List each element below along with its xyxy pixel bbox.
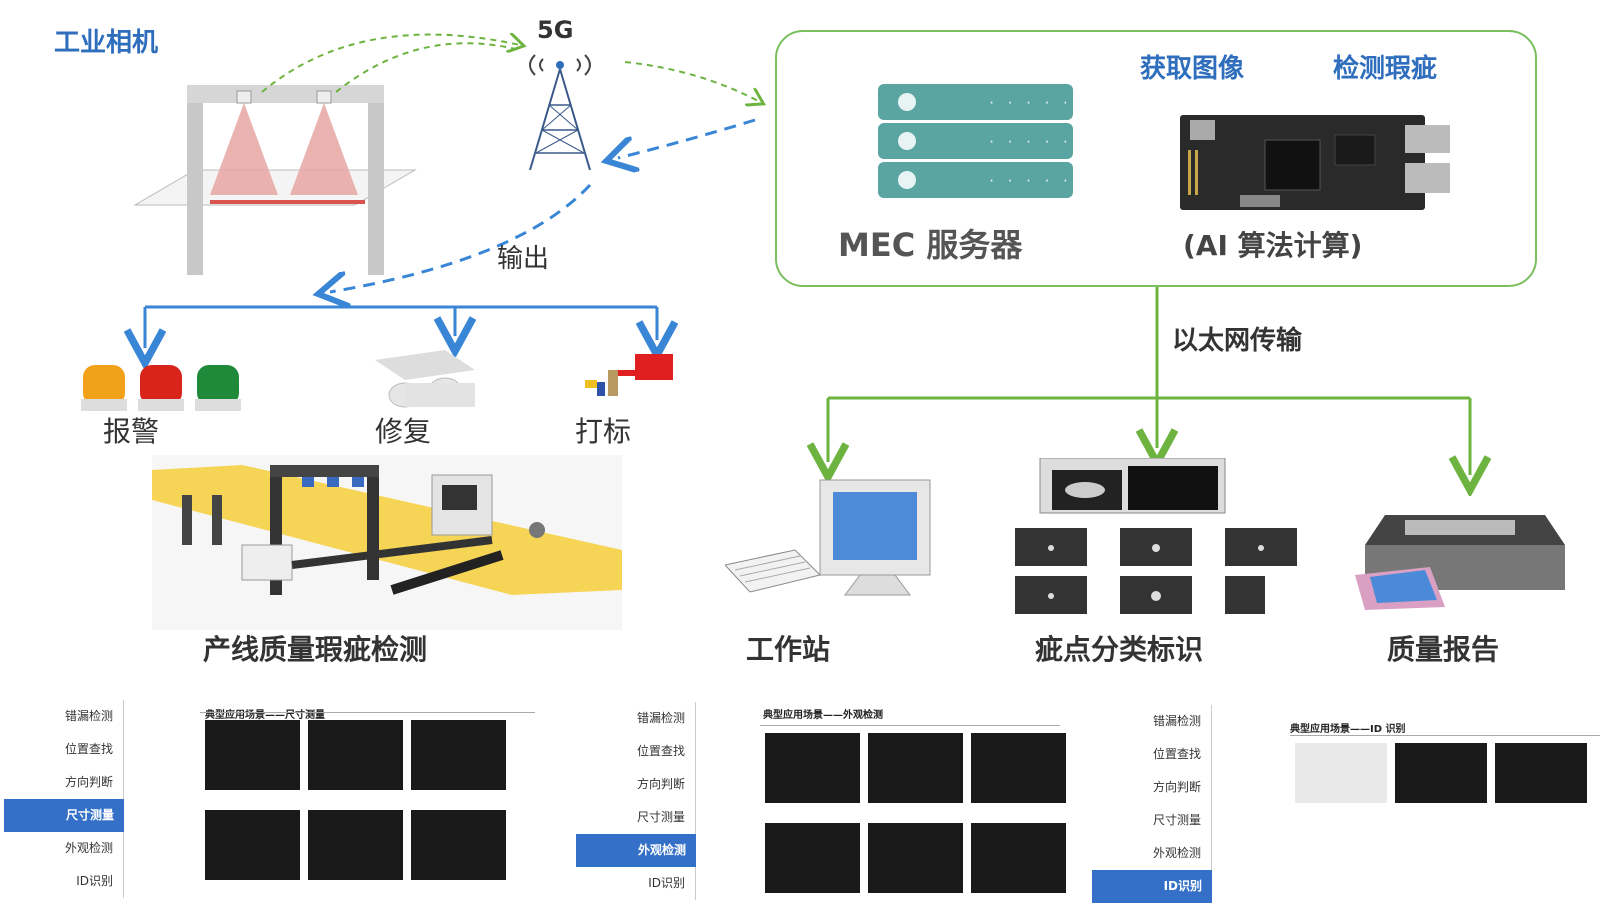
mec-box bbox=[775, 30, 1537, 287]
sample-image-panel bbox=[200, 712, 535, 713]
sample-thumbnail bbox=[765, 823, 860, 893]
menu-item[interactable]: 外观检测 bbox=[4, 832, 124, 865]
sample-thumbnail bbox=[411, 810, 506, 880]
menu-item[interactable]: 尺寸测量 bbox=[576, 801, 696, 834]
camera-title: 工业相机 bbox=[54, 28, 159, 58]
sample-thumbnail bbox=[765, 733, 860, 803]
menu-item[interactable]: 外观检测 bbox=[576, 834, 696, 867]
led-icon bbox=[898, 132, 916, 150]
alarm-label: 报警 bbox=[103, 415, 160, 448]
fiveg-label: 5G bbox=[537, 16, 574, 44]
menu-item[interactable]: ID识别 bbox=[1092, 870, 1212, 903]
menu-item[interactable]: ID识别 bbox=[576, 867, 696, 900]
sample-thumbnail bbox=[971, 733, 1066, 803]
workstation-label: 工作站 bbox=[746, 633, 831, 666]
sample-thumbnail bbox=[1295, 743, 1387, 803]
output-label: 输出 bbox=[497, 244, 550, 274]
server-unit-3: · · · · · bbox=[878, 162, 1073, 198]
panel-title: 典型应用场景——ID 识别 bbox=[1290, 724, 1406, 735]
report-label: 质量报告 bbox=[1387, 633, 1500, 666]
tower-icon bbox=[529, 54, 591, 171]
sample-image-panel bbox=[760, 725, 1060, 726]
classify-label: 疵点分类标识 bbox=[1035, 633, 1204, 666]
sample-thumbnail bbox=[308, 810, 403, 880]
defect-classification-icon bbox=[1015, 458, 1297, 614]
server-unit-1: · · · · · bbox=[878, 84, 1073, 120]
sample-thumbnail bbox=[411, 720, 506, 790]
sample-image-panel bbox=[1290, 735, 1600, 736]
ai-label: (AI 算法计算) bbox=[1183, 229, 1363, 262]
ai-board-icon bbox=[1180, 115, 1450, 210]
menu-item[interactable]: 方向判断 bbox=[576, 768, 696, 801]
camera-gantry-illustration bbox=[133, 85, 417, 275]
menu-item[interactable]: 方向判断 bbox=[4, 766, 124, 799]
sample-thumbnail bbox=[205, 720, 300, 790]
sample-thumbnail bbox=[205, 810, 300, 880]
menu-item[interactable]: ID识别 bbox=[4, 865, 124, 898]
printer-icon bbox=[1355, 515, 1565, 610]
detect-label: 检测瑕疵 bbox=[1333, 54, 1438, 84]
server-unit-2: · · · · · bbox=[878, 123, 1073, 159]
repair-label: 修复 bbox=[375, 415, 432, 448]
alarm-lights-icon bbox=[81, 365, 241, 411]
sample-thumbnail bbox=[308, 720, 403, 790]
menu-item[interactable]: 尺寸测量 bbox=[4, 799, 124, 832]
mark-label: 打标 bbox=[575, 415, 632, 448]
mec-label: MEC 服务器 bbox=[838, 226, 1023, 264]
menu-item[interactable]: 方向判断 bbox=[1092, 771, 1212, 804]
acquire-label: 获取图像 bbox=[1140, 54, 1245, 84]
menu-item[interactable]: 位置查找 bbox=[576, 735, 696, 768]
menu-item[interactable]: 错漏检测 bbox=[576, 702, 696, 735]
ethernet-label: 以太网传输 bbox=[1172, 326, 1303, 356]
menu-item[interactable]: 错漏检测 bbox=[4, 700, 124, 733]
production-line-illustration bbox=[152, 455, 622, 630]
workstation-icon bbox=[725, 479, 931, 596]
menu-item[interactable]: 外观检测 bbox=[1092, 837, 1212, 870]
menu-item[interactable]: 尺寸测量 bbox=[1092, 804, 1212, 837]
sample-thumbnail bbox=[868, 823, 963, 893]
led-icon bbox=[898, 93, 916, 111]
line-label: 产线质量瑕疵检测 bbox=[203, 633, 428, 666]
sample-thumbnail bbox=[971, 823, 1066, 893]
menu-item[interactable]: 错漏检测 bbox=[1092, 705, 1212, 738]
menu-item[interactable]: 位置查找 bbox=[4, 733, 124, 766]
sample-thumbnail bbox=[1395, 743, 1487, 803]
marker-icon bbox=[585, 354, 673, 396]
sample-thumbnail bbox=[1495, 743, 1587, 803]
sample-thumbnail bbox=[868, 733, 963, 803]
panel-title: 典型应用场景——外观检测 bbox=[763, 710, 883, 721]
pipes-icon bbox=[375, 350, 475, 408]
led-icon bbox=[898, 171, 916, 189]
panel-title: 典型应用场景——尺寸测量 bbox=[205, 710, 325, 721]
menu-item[interactable]: 位置查找 bbox=[1092, 738, 1212, 771]
